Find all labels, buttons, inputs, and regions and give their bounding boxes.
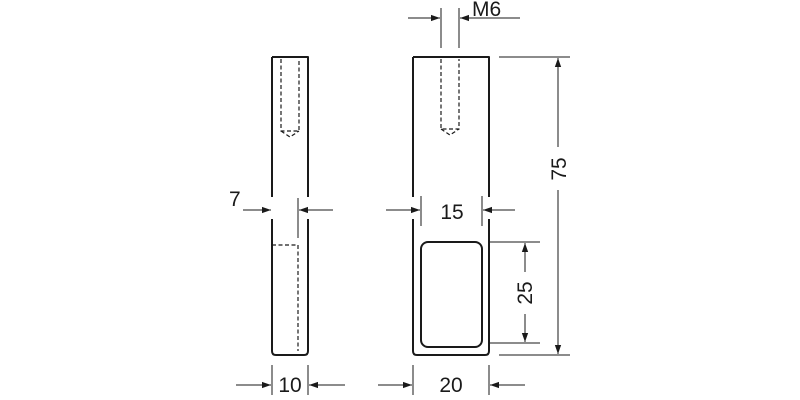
front-view: M6 15 20 25 75 bbox=[378, 0, 571, 397]
side-slot-hidden-line bbox=[272, 244, 299, 351]
front-view-outline bbox=[412, 56, 490, 356]
total-height-label: 75 bbox=[548, 157, 571, 180]
front-thread-hidden-line bbox=[440, 59, 460, 136]
side-width-label: 10 bbox=[278, 374, 301, 397]
side-offset-label: 7 bbox=[229, 188, 241, 211]
side-thread-hidden-line bbox=[280, 59, 300, 138]
side-view-outline bbox=[271, 56, 309, 356]
front-width-label: 20 bbox=[439, 374, 462, 397]
slot-height-label: 25 bbox=[514, 281, 537, 304]
side-view: 7 10 bbox=[229, 56, 345, 397]
thread-label: M6 bbox=[472, 0, 501, 21]
front-slot-opening bbox=[420, 241, 483, 348]
slot-width-label: 15 bbox=[440, 201, 463, 224]
